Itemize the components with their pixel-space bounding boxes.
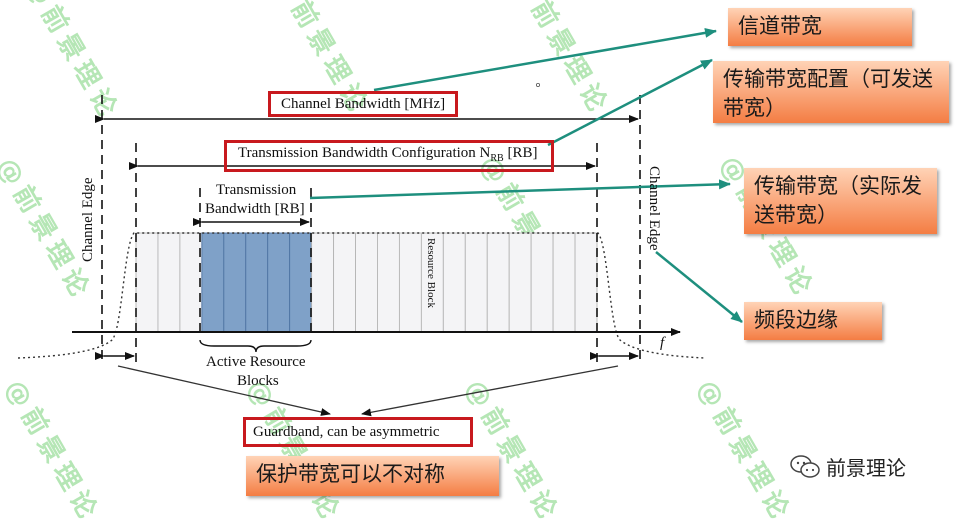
- resource-block: [135, 232, 159, 333]
- resource-block: [355, 232, 378, 333]
- callout-arrow-config: [547, 58, 713, 147]
- transmission-config-highlight: [224, 140, 554, 172]
- guardband-pointer-left: [117, 365, 331, 416]
- callout-arrow-channel: [373, 27, 717, 92]
- nrb-subscript: RB: [490, 153, 504, 164]
- resource-block: [530, 232, 554, 333]
- band-diagram: [17, 27, 743, 417]
- resource-block: [442, 232, 466, 333]
- channel-edge-left-label: Channel Edge: [80, 177, 96, 262]
- callout-guardband: 保护带宽可以不对称: [246, 456, 499, 496]
- resource-block: [179, 232, 203, 333]
- resource-block: [574, 232, 598, 333]
- resource-block: [486, 232, 510, 333]
- resource-block: [464, 232, 488, 333]
- resource-block-label: Resource Block: [425, 238, 437, 308]
- callout-channel-bandwidth: 信道带宽: [728, 8, 912, 46]
- resource-block-grid: [135, 232, 598, 333]
- resource-block: [377, 232, 400, 333]
- callout-transmission-config: 传输带宽配置（可发送带宽）: [713, 61, 949, 123]
- active-blocks-brace: [199, 339, 312, 353]
- active-blocks-line1: Active Resource: [206, 354, 306, 370]
- resource-block: [508, 232, 532, 333]
- active-blocks-line2: Blocks: [237, 373, 279, 389]
- callout-transmission-bandwidth: 传输带宽（实际发送带宽）: [744, 168, 937, 234]
- chat-icon: [790, 455, 820, 478]
- resource-block: [398, 232, 422, 333]
- transmission-config-text: Transmission Bandwidth Configuration N: [238, 145, 491, 161]
- resource-block: [552, 232, 576, 333]
- guardband-pointer-right: [361, 365, 619, 417]
- guardband-highlight: [243, 417, 473, 447]
- callout-arrow-edge: [655, 251, 743, 323]
- channel-bandwidth-highlight: [268, 91, 458, 117]
- guardband-label: Guardband, can be asymmetric: [253, 424, 440, 440]
- active-resource-block: [245, 232, 269, 333]
- channel-edge-right-label: Channel Edge: [646, 166, 662, 251]
- resource-block: [333, 232, 356, 333]
- callout-band-edge: 频段边缘: [744, 302, 882, 340]
- transmission-bandwidth-line1: Transmission: [216, 182, 297, 198]
- channel-bandwidth-label: Channel Bandwidth [MHz]: [281, 96, 446, 112]
- active-resource-block: [267, 232, 291, 333]
- callout-arrow-transmission: [309, 179, 731, 200]
- frequency-axis-label: f: [660, 335, 665, 351]
- resource-block: [157, 232, 181, 333]
- transmission-config-label: Transmission Bandwidth Configuration NRB…: [238, 145, 537, 164]
- active-resource-block: [289, 232, 313, 333]
- brand-logo: 前景理论: [790, 452, 940, 482]
- active-resource-block: [223, 232, 247, 333]
- resource-block: [311, 232, 335, 333]
- small-dot: [536, 83, 541, 88]
- transmission-bandwidth-line2: Bandwidth [RB]: [205, 201, 305, 217]
- active-resource-block: [201, 232, 225, 333]
- transmission-config-unit: [RB]: [503, 145, 538, 161]
- brand-name: 前景理论: [826, 456, 906, 480]
